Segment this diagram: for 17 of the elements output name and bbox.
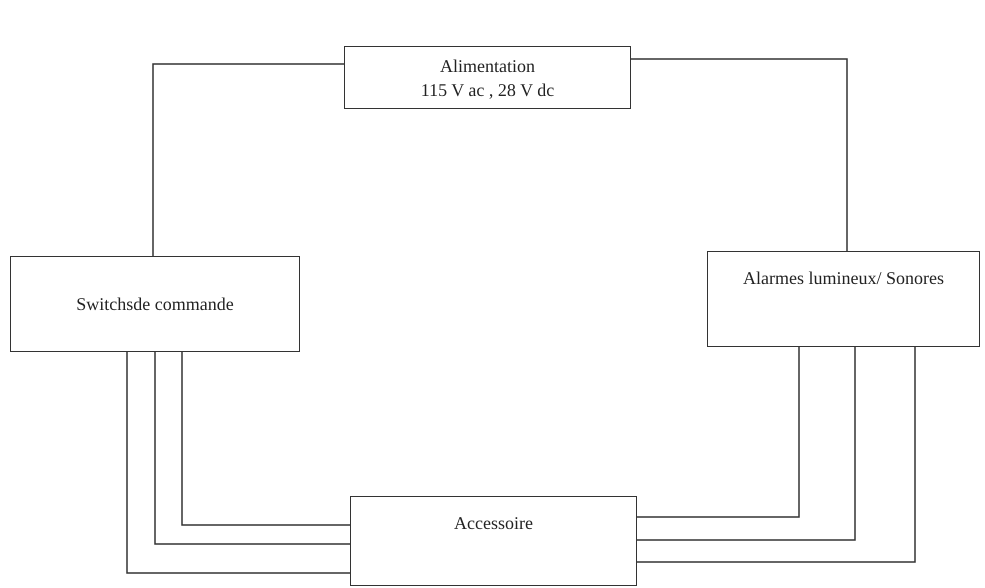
- block-label: Alarmes lumineux/ Sonores: [743, 267, 944, 290]
- block-label: Switchsde commande: [76, 293, 234, 316]
- block-label: 115 V ac , 28 V dc: [420, 78, 554, 102]
- block-label: Accessoire: [454, 512, 533, 535]
- connector-line: [181, 352, 350, 526]
- connector-line: [152, 63, 344, 256]
- connector-line: [637, 347, 916, 563]
- block-box: [350, 496, 637, 586]
- block-label: Alimentation: [440, 54, 535, 78]
- connector-line: [154, 352, 350, 545]
- connector-line: [637, 347, 856, 541]
- block-box: [10, 256, 300, 352]
- block-box: [707, 251, 980, 347]
- connector-line: [631, 58, 848, 251]
- connector-line: [637, 347, 800, 518]
- block-box: [344, 46, 631, 109]
- connector-line: [126, 352, 350, 574]
